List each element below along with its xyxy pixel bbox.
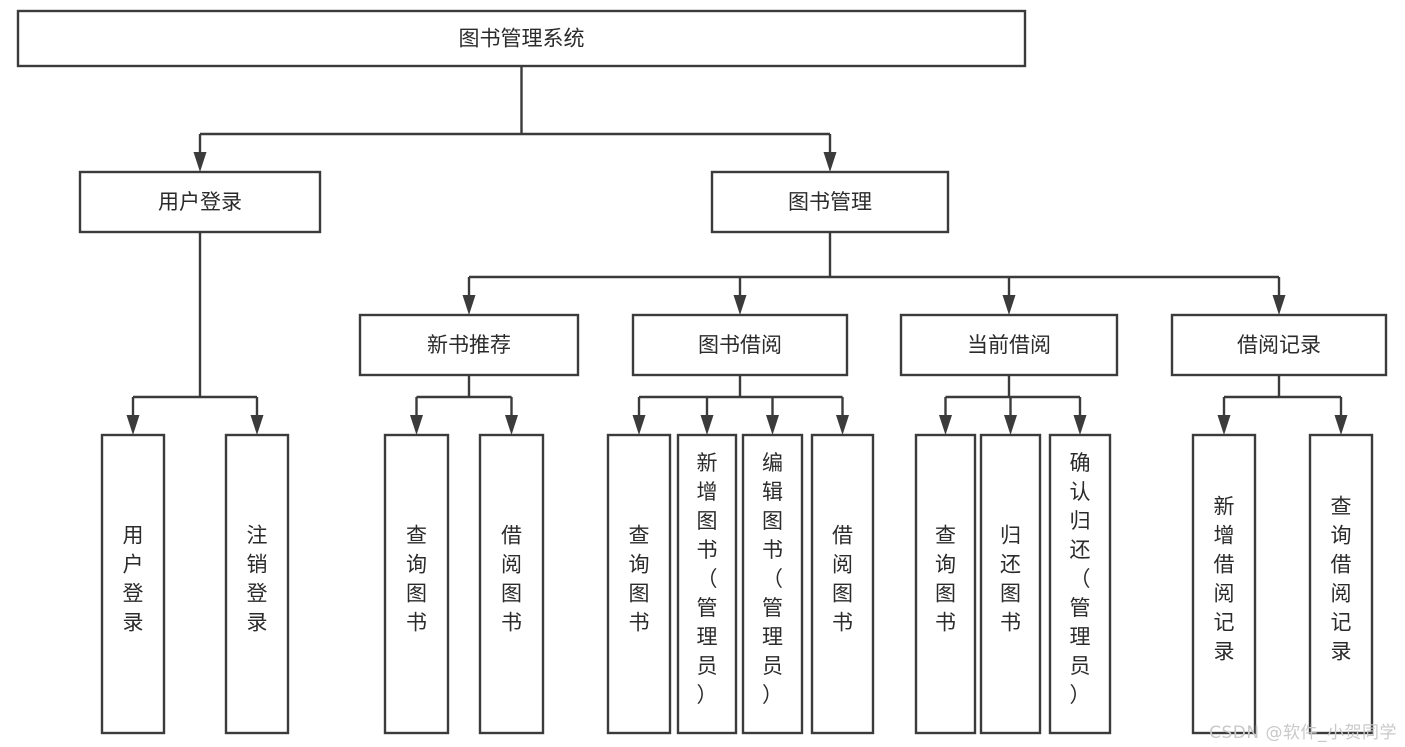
node-box-leaf-query-book-3	[914, 433, 977, 735]
node-leaf-add-record[interactable]: 新增借阅记录	[1191, 433, 1257, 735]
node-box-leaf-borrow-book-1	[478, 433, 545, 735]
node-label-borrow: 图书借阅	[698, 333, 782, 357]
node-leaf-borrow-book-1[interactable]: 借阅图书	[478, 433, 545, 735]
arrow-head-bookmgmt	[823, 152, 837, 172]
node-label-leaf-add-book: 新增图书（管理员）	[697, 451, 718, 707]
node-box-bookmgmt	[710, 170, 950, 234]
connector-from-bookmgmt	[462, 232, 1286, 315]
node-box-leaf-edit-book	[741, 433, 804, 735]
node-label-login: 用户登录	[158, 190, 242, 214]
node-label-newbook: 新书推荐	[427, 333, 511, 357]
arrow-head-leaf-query-record	[1334, 415, 1348, 435]
node-label-leaf-query-record: 查询借阅记录	[1331, 495, 1352, 664]
node-leaf-edit-book[interactable]: 编辑图书（管理员）	[741, 433, 804, 735]
arrow-head-leaf-add-book	[700, 415, 714, 435]
node-bookmgmt[interactable]: 图书管理	[710, 170, 950, 234]
node-root[interactable]: 图书管理系统	[16, 9, 1027, 68]
connector-from-record	[1217, 375, 1348, 435]
node-label-current: 当前借阅	[967, 333, 1051, 357]
arrow-head-leaf-confirm-return	[1073, 415, 1087, 435]
arrow-head-leaf-edit-book	[766, 415, 779, 435]
arrow-head-leaf-query-book-3	[939, 415, 952, 435]
node-box-leaf-add-record	[1191, 433, 1257, 735]
node-label-leaf-confirm-return: 确认归还（管理员）	[1070, 451, 1091, 707]
connector-layer	[126, 66, 1348, 435]
arrow-head-leaf-query-book-2	[632, 415, 646, 435]
node-borrow[interactable]: 图书借阅	[631, 313, 849, 377]
node-box-leaf-logout	[224, 433, 290, 735]
node-box-leaf-confirm-return	[1048, 433, 1112, 735]
node-label-leaf-add-record: 新增借阅记录	[1214, 495, 1235, 664]
node-label-leaf-logout: 注销登录	[247, 524, 268, 635]
node-leaf-query-book-3[interactable]: 查询图书	[914, 433, 977, 735]
arrow-head-leaf-query-book-1	[410, 415, 423, 435]
node-leaf-add-book[interactable]: 新增图书（管理员）	[676, 433, 738, 735]
node-leaf-query-record[interactable]: 查询借阅记录	[1308, 433, 1374, 735]
node-box-leaf-return-book	[979, 433, 1042, 735]
node-label-leaf-query-book-1: 查询图书	[406, 524, 427, 635]
node-layer: 图书管理系统用户登录图书管理新书推荐图书借阅当前借阅借阅记录用户登录注销登录查询…	[16, 9, 1388, 735]
node-label-leaf-user-login: 用户登录	[123, 524, 144, 635]
node-record[interactable]: 借阅记录	[1170, 313, 1388, 377]
node-box-leaf-user-login	[100, 433, 166, 735]
arrow-head-record	[1272, 295, 1286, 315]
arrow-head-newbook	[462, 295, 476, 315]
csdn-watermark: CSDN @软件_小贺同学	[1209, 723, 1397, 743]
connector-from-newbook	[410, 375, 518, 435]
node-label-leaf-query-book-3: 查询图书	[935, 524, 956, 635]
node-current[interactable]: 当前借阅	[899, 313, 1119, 377]
arrow-head-borrow	[733, 295, 747, 315]
arrow-head-leaf-borrow-book-1	[505, 415, 518, 435]
node-newbook[interactable]: 新书推荐	[358, 313, 580, 377]
node-leaf-user-login[interactable]: 用户登录	[100, 433, 166, 735]
node-box-current	[899, 313, 1119, 377]
node-label-root: 图书管理系统	[459, 27, 585, 51]
node-box-leaf-borrow-book-2	[810, 433, 875, 735]
arrow-head-leaf-add-record	[1217, 415, 1231, 435]
node-label-leaf-query-book-2: 查询图书	[629, 524, 650, 635]
node-box-borrow	[631, 313, 849, 377]
connector-from-root	[193, 66, 837, 172]
arrow-head-login	[193, 152, 207, 172]
node-label-leaf-edit-book: 编辑图书（管理员）	[762, 451, 783, 707]
arrow-head-current	[1002, 295, 1016, 315]
node-label-leaf-borrow-book-2: 借阅图书	[832, 524, 853, 635]
node-box-leaf-query-record	[1308, 433, 1374, 735]
connector-from-borrow	[632, 375, 849, 435]
node-leaf-return-book[interactable]: 归还图书	[979, 433, 1042, 735]
node-box-login	[78, 170, 322, 234]
connector-from-current	[939, 375, 1087, 435]
node-label-leaf-borrow-book-1: 借阅图书	[501, 524, 522, 635]
node-box-leaf-query-book-1	[383, 433, 450, 735]
node-login[interactable]: 用户登录	[78, 170, 322, 234]
arrow-head-leaf-user-login	[126, 415, 140, 435]
node-leaf-query-book-1[interactable]: 查询图书	[383, 433, 450, 735]
arrow-head-leaf-borrow-book-2	[836, 415, 849, 435]
node-box-leaf-query-book-2	[606, 433, 672, 735]
node-leaf-query-book-2[interactable]: 查询图书	[606, 433, 672, 735]
arrow-head-leaf-return-book	[1004, 415, 1017, 435]
node-label-record: 借阅记录	[1237, 333, 1321, 357]
connector-from-login	[126, 232, 264, 435]
node-box-root	[16, 9, 1027, 68]
node-leaf-confirm-return[interactable]: 确认归还（管理员）	[1048, 433, 1112, 735]
node-leaf-borrow-book-2[interactable]: 借阅图书	[810, 433, 875, 735]
node-leaf-logout[interactable]: 注销登录	[224, 433, 290, 735]
node-box-newbook	[358, 313, 580, 377]
node-box-record	[1170, 313, 1388, 377]
node-label-bookmgmt: 图书管理	[788, 190, 872, 214]
arrow-head-leaf-logout	[250, 415, 264, 435]
node-label-leaf-return-book: 归还图书	[1000, 524, 1021, 635]
node-box-leaf-add-book	[676, 433, 738, 735]
